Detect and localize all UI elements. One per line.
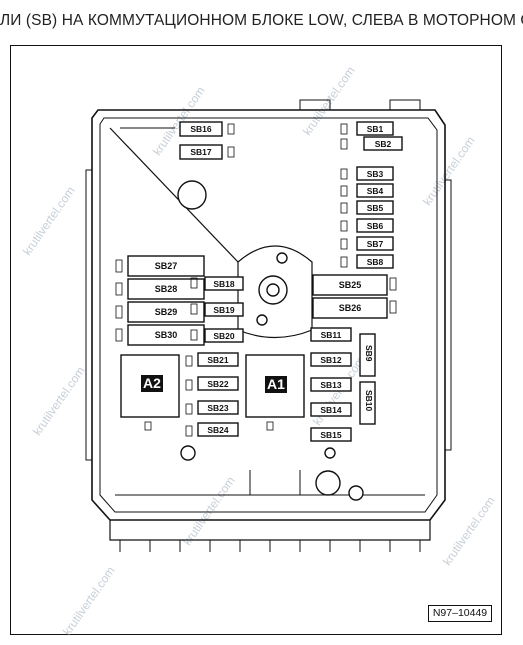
mounting-hole [177, 180, 207, 210]
fuse-sb21-label: SB21 [207, 355, 229, 365]
fuse-sb2 [363, 136, 403, 151]
fuse-sb5 [356, 200, 394, 215]
fuse-sb12-label: SB12 [320, 355, 342, 365]
fuse-sb27-label: SB27 [154, 261, 178, 271]
fuse-sb22-label: SB22 [207, 379, 229, 389]
fuse-sb15 [310, 427, 352, 442]
fuse-sb17-label: SB17 [190, 147, 212, 157]
fuse-sb6-label: SB6 [366, 221, 384, 231]
fuse-sb28-label: SB28 [154, 284, 178, 294]
fuse-sb24 [197, 422, 239, 437]
fuse-sb27 [127, 255, 205, 277]
relay-a2-label: A2 [141, 375, 163, 393]
fuse-sb17 [179, 144, 223, 160]
fuse-sb29 [127, 301, 205, 323]
fuse-sb24-label: SB24 [207, 425, 229, 435]
fuse-sb11-label: SB11 [320, 330, 342, 340]
fuse-sb3-label: SB3 [366, 169, 384, 179]
fuse-sb23-label: SB23 [207, 403, 229, 413]
fuse-sb20 [204, 328, 244, 343]
relay-a1-label: A1 [265, 376, 287, 394]
fuse-sb26 [312, 297, 388, 319]
fuse-sb13 [310, 377, 352, 392]
fuse-sb30-label: SB30 [154, 330, 178, 340]
figure-caption: ЛИ (SB) НА КОММУТАЦИОННОМ БЛОКЕ LOW, СЛЕ… [0, 12, 523, 29]
fuse-sb18-label: SB18 [213, 279, 235, 289]
fuse-sb1 [356, 121, 394, 136]
fuse-sb29-label: SB29 [154, 307, 178, 317]
fuse-sb25 [312, 274, 388, 296]
fuse-sb18 [204, 276, 244, 291]
fuse-sb22 [197, 376, 239, 391]
fuse-sb2-label: SB2 [374, 139, 392, 149]
fuse-sb20-label: SB20 [213, 331, 235, 341]
fuse-sb8-label: SB8 [366, 257, 384, 267]
fuse-sb14-label: SB14 [320, 405, 342, 415]
fuse-sb25-label: SB25 [338, 280, 362, 290]
fuse-sb12 [310, 352, 352, 367]
fuse-sb26-label: SB26 [338, 303, 362, 313]
fuse-sb23 [197, 400, 239, 415]
fuse-sb19 [204, 302, 244, 317]
fuse-sb30 [127, 324, 205, 346]
fuse-sb13-label: SB13 [320, 380, 342, 390]
fuse-sb21 [197, 352, 239, 367]
fuse-sb5-label: SB5 [366, 203, 384, 213]
fuse-sb7 [356, 236, 394, 251]
fuse-sb4 [356, 183, 394, 198]
fuse-sb19-label: SB19 [213, 305, 235, 315]
fuse-sb16-label: SB16 [190, 124, 212, 134]
figure-code: N97–10449 [428, 605, 492, 622]
fuse-sb28 [127, 278, 205, 300]
fuse-sb4-label: SB4 [366, 186, 384, 196]
fuse-sb10 [359, 381, 376, 425]
fuse-sb8 [356, 254, 394, 269]
fuse-sb6 [356, 218, 394, 233]
fuse-sb9 [359, 333, 376, 377]
fuse-sb7-label: SB7 [366, 239, 384, 249]
fuse-sb9-label: SB9 [364, 345, 374, 362]
fuse-sb10-label: SB10 [364, 390, 374, 412]
fuse-sb1-label: SB1 [366, 124, 384, 134]
fuse-sb11 [310, 327, 352, 342]
fuse-sb14 [310, 402, 352, 417]
fuse-sb15-label: SB15 [320, 430, 342, 440]
fuse-sb16 [179, 121, 223, 137]
fuse-sb3 [356, 166, 394, 181]
